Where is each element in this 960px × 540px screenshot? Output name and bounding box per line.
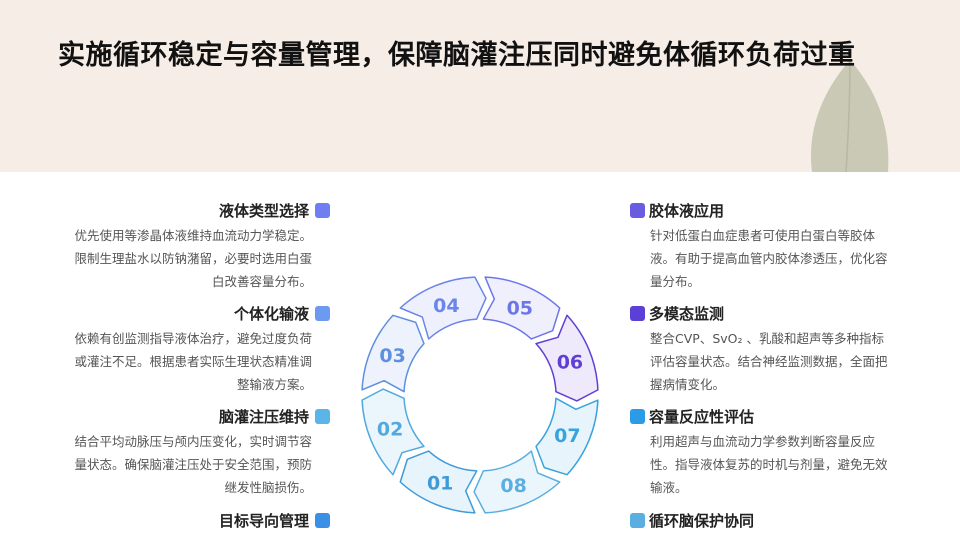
item-heading: 目标导向管理 xyxy=(219,510,309,531)
item-description: 针对低蛋白血症患者可使用白蛋白等胶体液。有助于提高血管内胶体渗透压，优化容量分布… xyxy=(630,224,895,293)
square-bullet-icon xyxy=(315,306,330,321)
item-individual-infusion: 个体化输液 依赖有创监测指导液体治疗，避免过度负荷或灌注不足。根据患者实际生理状… xyxy=(72,303,330,396)
cycle-label-06: 06 xyxy=(557,351,583,373)
cycle-label-03: 03 xyxy=(379,345,405,367)
item-goal-directed: 目标导向管理 xyxy=(72,510,330,530)
item-description: 利用超声与血流动力学参数判断容量反应性。指导液体复苏的时机与剂量，避免无效输液。 xyxy=(630,430,895,499)
item-description: 整合CVP、SvO₂ 、乳酸和超声等多种指标评估容量状态。结合神经监测数据，全面… xyxy=(630,327,895,396)
square-bullet-icon xyxy=(630,203,645,218)
square-bullet-icon xyxy=(315,513,330,528)
item-fluid-type: 液体类型选择 优先使用等渗晶体液维持血流动力学稳定。限制生理盐水以防钠潴留，必要… xyxy=(72,200,330,293)
item-heading: 脑灌注压维持 xyxy=(219,406,309,427)
square-bullet-icon xyxy=(630,306,645,321)
item-cpp-maintain: 脑灌注压维持 结合平均动脉压与颅内压变化，实时调节容量状态。确保脑灌注压处于安全… xyxy=(72,406,330,499)
cycle-diagram: 01 02 03 04 05 06 07 08 xyxy=(355,270,605,520)
square-bullet-icon xyxy=(630,513,645,528)
item-description: 结合平均动脉压与颅内压变化，实时调节容量状态。确保脑灌注压处于安全范围，预防继发… xyxy=(72,430,312,499)
item-colloid: 胶体液应用 针对低蛋白血症患者可使用白蛋白等胶体液。有助于提高血管内胶体渗透压，… xyxy=(630,200,930,293)
cycle-label-07: 07 xyxy=(554,425,580,447)
item-heading: 循环脑保护协同 xyxy=(649,510,754,531)
item-description: 优先使用等渗晶体液维持血流动力学稳定。限制生理盐水以防钠潴留，必要时选用白蛋白改… xyxy=(72,224,312,293)
cycle-label-04: 04 xyxy=(433,295,459,317)
page-title: 实施循环稳定与容量管理，保障脑灌注压同时避免体循环负荷过重 xyxy=(58,34,918,78)
cycle-label-05: 05 xyxy=(507,298,533,320)
item-heading: 液体类型选择 xyxy=(219,200,309,221)
item-description: 依赖有创监测指导液体治疗，避免过度负荷或灌注不足。根据患者实际生理状态精准调整输… xyxy=(72,327,312,396)
item-heading: 容量反应性评估 xyxy=(649,406,754,427)
square-bullet-icon xyxy=(315,409,330,424)
item-multimodal: 多模态监测 整合CVP、SvO₂ 、乳酸和超声等多种指标评估容量状态。结合神经监… xyxy=(630,303,930,396)
item-heading: 多模态监测 xyxy=(649,303,724,324)
cycle-label-02: 02 xyxy=(377,419,403,441)
cycle-label-01: 01 xyxy=(427,472,453,494)
item-heading: 个体化输液 xyxy=(234,303,309,324)
item-circ-brain: 循环脑保护协同 xyxy=(630,510,930,530)
header-banner: 实施循环稳定与容量管理，保障脑灌注压同时避免体循环负荷过重 xyxy=(0,0,960,172)
item-volume-response: 容量反应性评估 利用超声与血流动力学参数判断容量反应性。指导液体复苏的时机与剂量… xyxy=(630,406,930,499)
cycle-label-08: 08 xyxy=(500,475,526,497)
square-bullet-icon xyxy=(315,203,330,218)
item-heading: 胶体液应用 xyxy=(649,200,724,221)
square-bullet-icon xyxy=(630,409,645,424)
